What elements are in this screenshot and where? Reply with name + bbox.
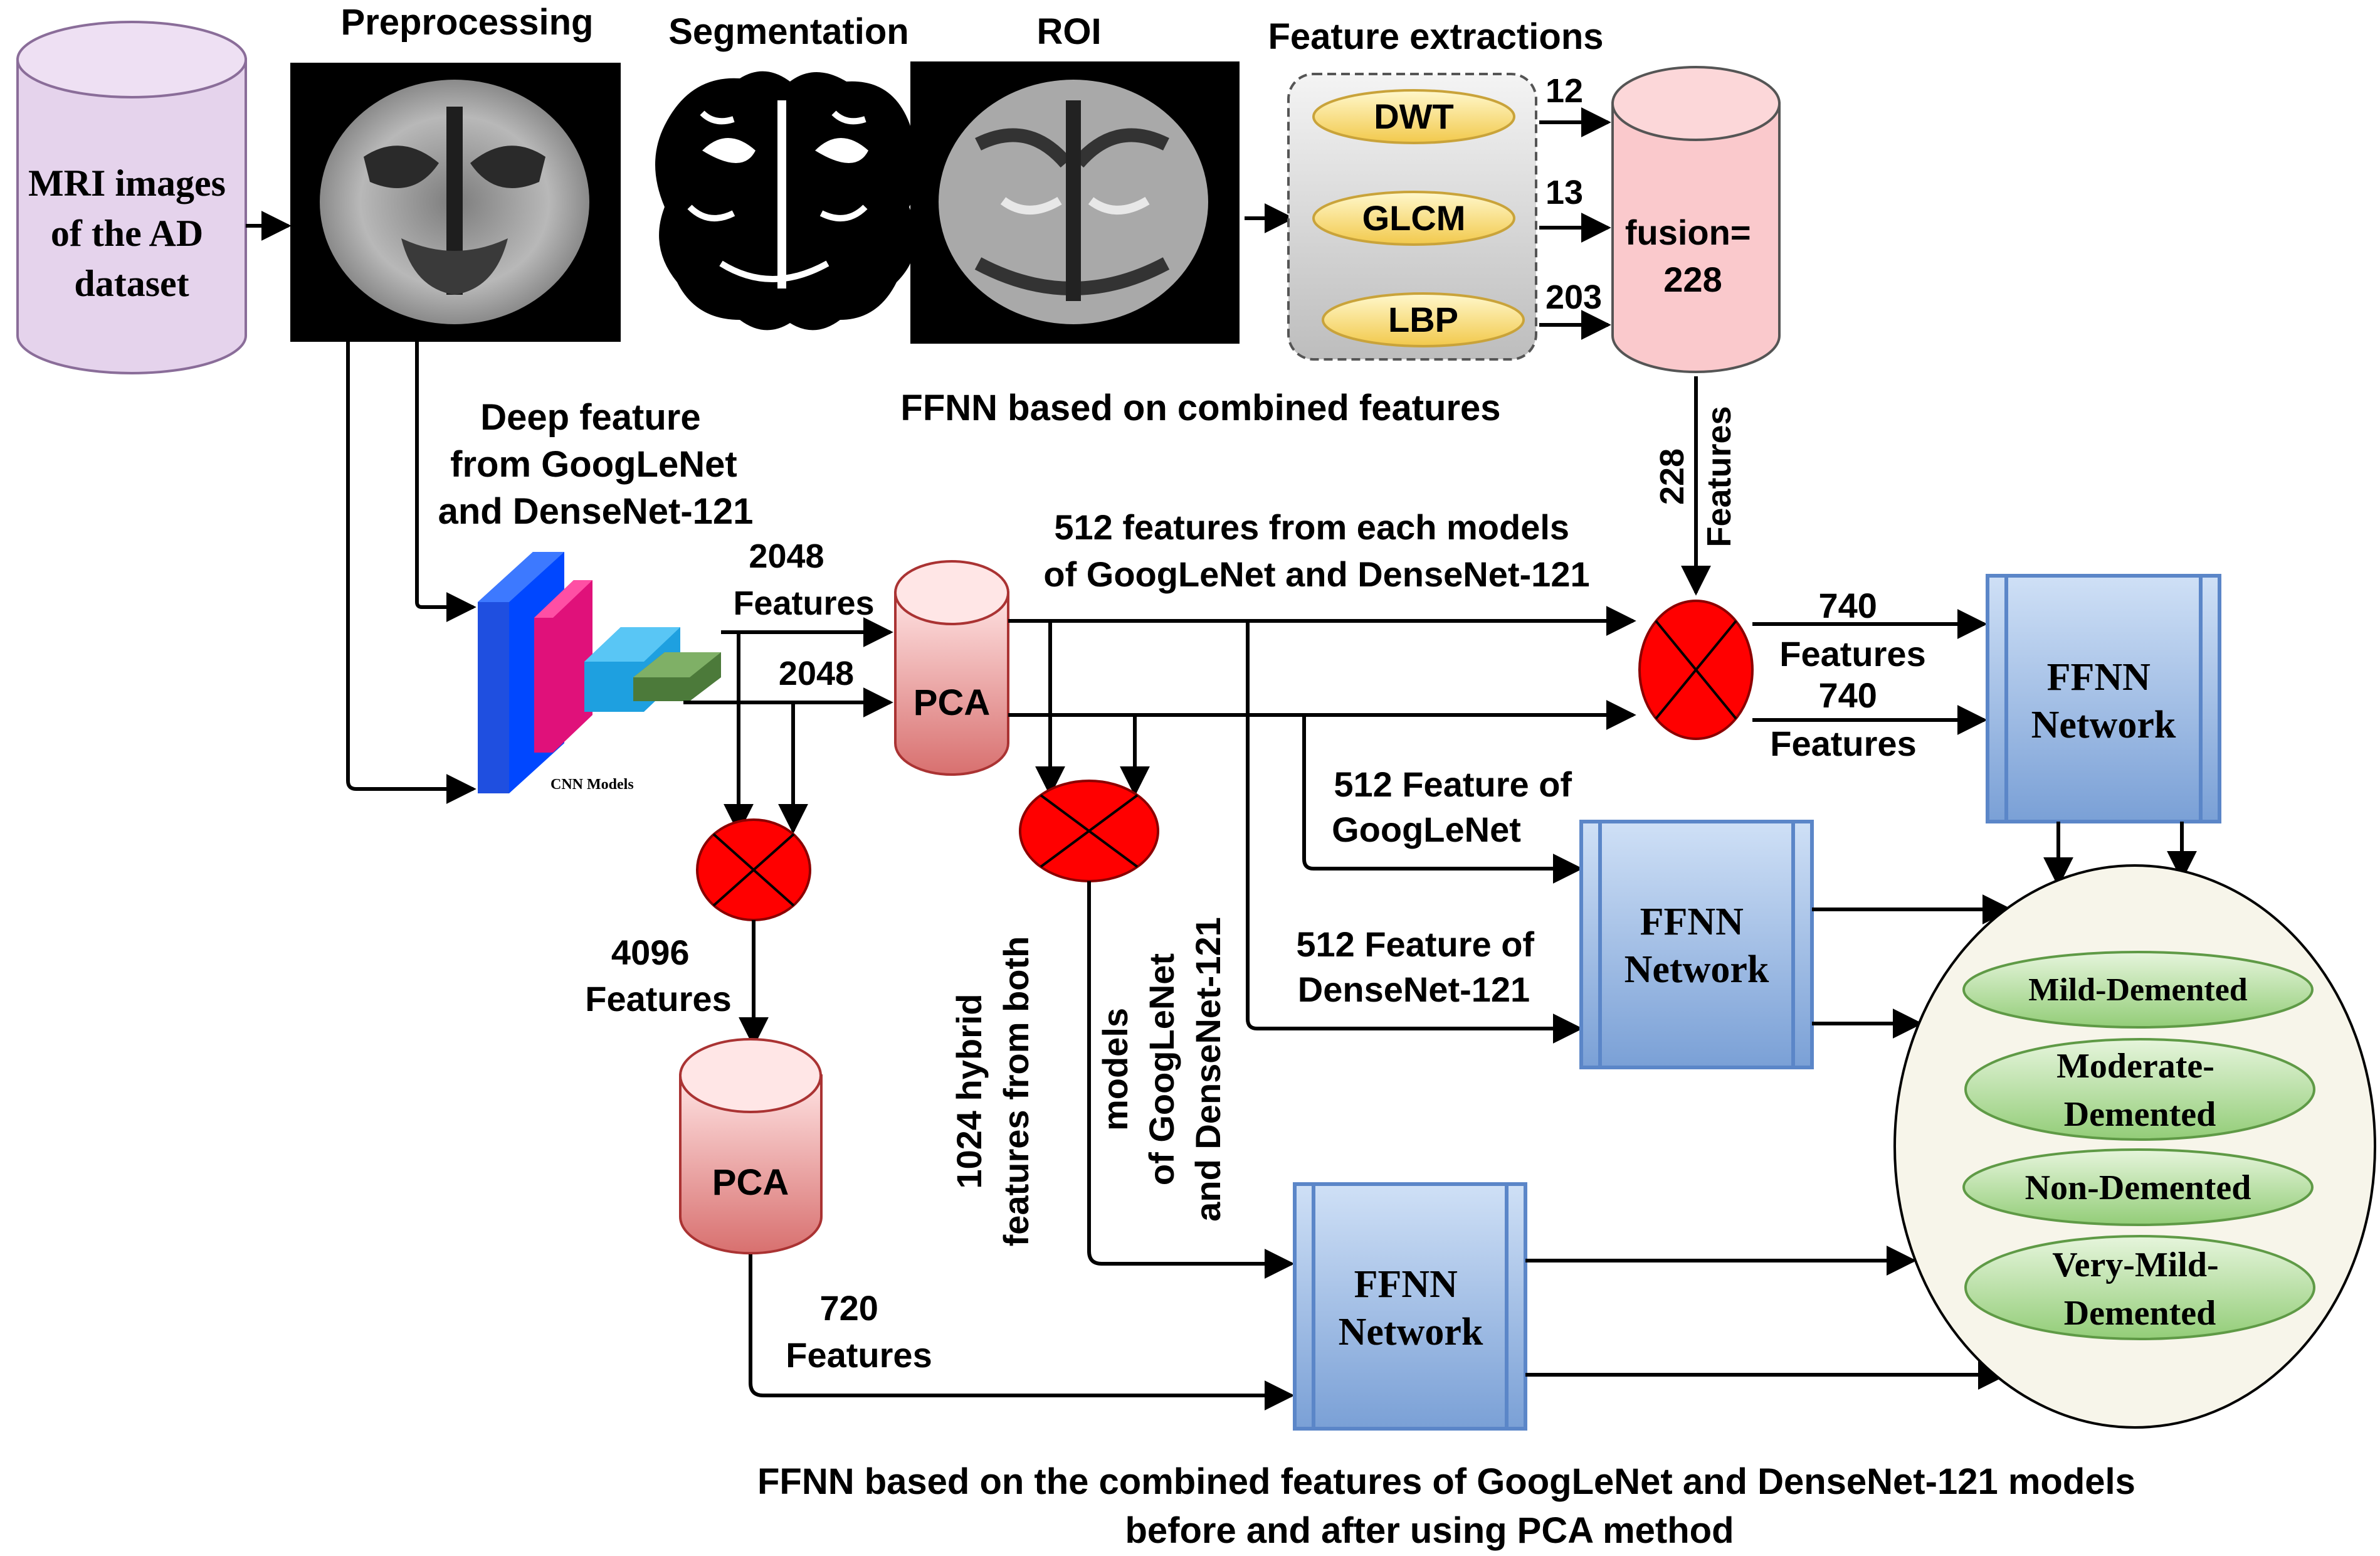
dwt-count: 12 — [1545, 72, 1583, 110]
class-mild-demented-label: Mild-Demented — [2028, 972, 2248, 1008]
ffnn-network-bottom: FFNN Network — [1293, 1182, 1527, 1431]
features-228-number: 228 — [1653, 448, 1691, 505]
fusion-label: fusion= 228 — [1625, 213, 1761, 299]
feature-extractions-label: Feature extractions — [1268, 16, 1603, 57]
segmented-brain-image — [655, 71, 921, 331]
footer-caption: FFNN based on the combined features of G… — [757, 1461, 2146, 1551]
pca-cylinder-top: PCA — [894, 560, 1009, 776]
fusion-cylinder: fusion= 228 — [1611, 66, 1781, 373]
roi-label: ROI — [1036, 11, 1101, 52]
class-very-mild-demented — [1964, 1235, 2315, 1340]
dataset-cylinder: MRI images of the AD dataset — [16, 21, 247, 374]
features-2048-b: 2048 — [779, 655, 854, 692]
feature-512-densenet-label: 512 Feature of DenseNet-121 — [1296, 924, 1544, 1009]
cnn-models-block: CNN Models — [478, 552, 721, 793]
glcm-extractor — [1312, 191, 1515, 246]
dataset-label: MRI images of the AD dataset — [28, 162, 235, 304]
class-very-mild-demented-label: Very-Mild- Demented — [2052, 1246, 2227, 1333]
glcm-label: GLCM — [1362, 198, 1466, 238]
pca-bottom-label: PCA — [712, 1162, 789, 1203]
hybrid-models-line2: of GoogLeNet — [1142, 953, 1181, 1185]
hybrid-1024-line1: 1024 hybrid — [949, 993, 989, 1188]
pca-top-label: PCA — [914, 682, 990, 723]
ffnn-network-middle: FFNN Network — [1579, 820, 1814, 1069]
hybrid-1024-line2: features from both — [996, 936, 1036, 1247]
classification-result: Mild-Demented Moderate- Demented Non-Dem… — [1893, 864, 2376, 1429]
cnn-models-label: CNN Models — [550, 776, 634, 793]
pca-cylinder-bottom: PCA — [679, 1038, 823, 1255]
class-moderate-demented — [1964, 1038, 2315, 1141]
hybrid-models-line3: and DenseNet-121 — [1188, 917, 1228, 1222]
dwt-label: DWT — [1374, 97, 1454, 136]
roi-image — [910, 61, 1240, 344]
features-740-a: 740 Features — [1779, 586, 1925, 674]
preprocessing-label: Preprocessing — [341, 2, 594, 43]
segmentation-label: Segmentation — [668, 11, 909, 52]
dwt-extractor — [1312, 89, 1515, 144]
ffnn-top-label: FFNN Network — [2031, 656, 2176, 746]
lbp-extractor — [1322, 292, 1525, 347]
features-4096: 4096 Features — [585, 933, 731, 1019]
arrow-pca-bottom-to-ffnn — [749, 1254, 1295, 1410]
concat-handcrafted-node — [1638, 600, 1754, 740]
glcm-count: 13 — [1545, 174, 1583, 211]
concat-hybrid-node — [1019, 780, 1159, 882]
ffnn-middle-label: FFNN Network — [1624, 901, 1769, 991]
class-moderate-demented-label: Moderate- Demented — [2056, 1047, 2223, 1134]
concat-before-pca-node — [696, 818, 811, 921]
hybrid-models-line1: models — [1095, 1008, 1135, 1131]
preprocessed-mri-image — [290, 63, 621, 342]
features-740-b: 740 Features — [1770, 675, 1916, 763]
deep-feature-label: Deep feature from GoogLeNet and DenseNet… — [438, 397, 754, 532]
feature-extraction-panel: DWT GLCM LBP — [1287, 73, 1537, 361]
ffnn-combined-caption: FFNN based on combined features — [900, 388, 1500, 428]
features-228-word: Features — [1700, 406, 1738, 547]
arrow-densenet-to-ffnn — [1246, 621, 1583, 1044]
arrow-googlenet-to-ffnn — [1302, 715, 1583, 884]
class-non-demented — [1962, 1148, 2314, 1226]
class-non-demented-label: Non-Demented — [2025, 1168, 2251, 1207]
arrow-preprocessing-to-cnn-b — [346, 342, 477, 804]
arrow-preprocessing-to-cnn-a — [415, 342, 477, 622]
features-720: 720 Features — [786, 1288, 932, 1375]
lbp-count: 203 — [1545, 278, 1602, 316]
class-mild-demented — [1962, 951, 2314, 1029]
features-2048-a: 2048 Features — [733, 537, 874, 622]
feature-512-googlenet-label: 512 Feature of GoogLeNet — [1332, 765, 1582, 849]
lbp-label: LBP — [1388, 300, 1458, 339]
ffnn-bottom-label: FFNN Network — [1339, 1263, 1483, 1353]
models-512-label: 512 features from each models of GoogLeN… — [1043, 507, 1589, 594]
ffnn-network-top: FFNN Network — [1986, 574, 2221, 823]
arrow-hybrid-to-ffnn — [1087, 881, 1295, 1279]
